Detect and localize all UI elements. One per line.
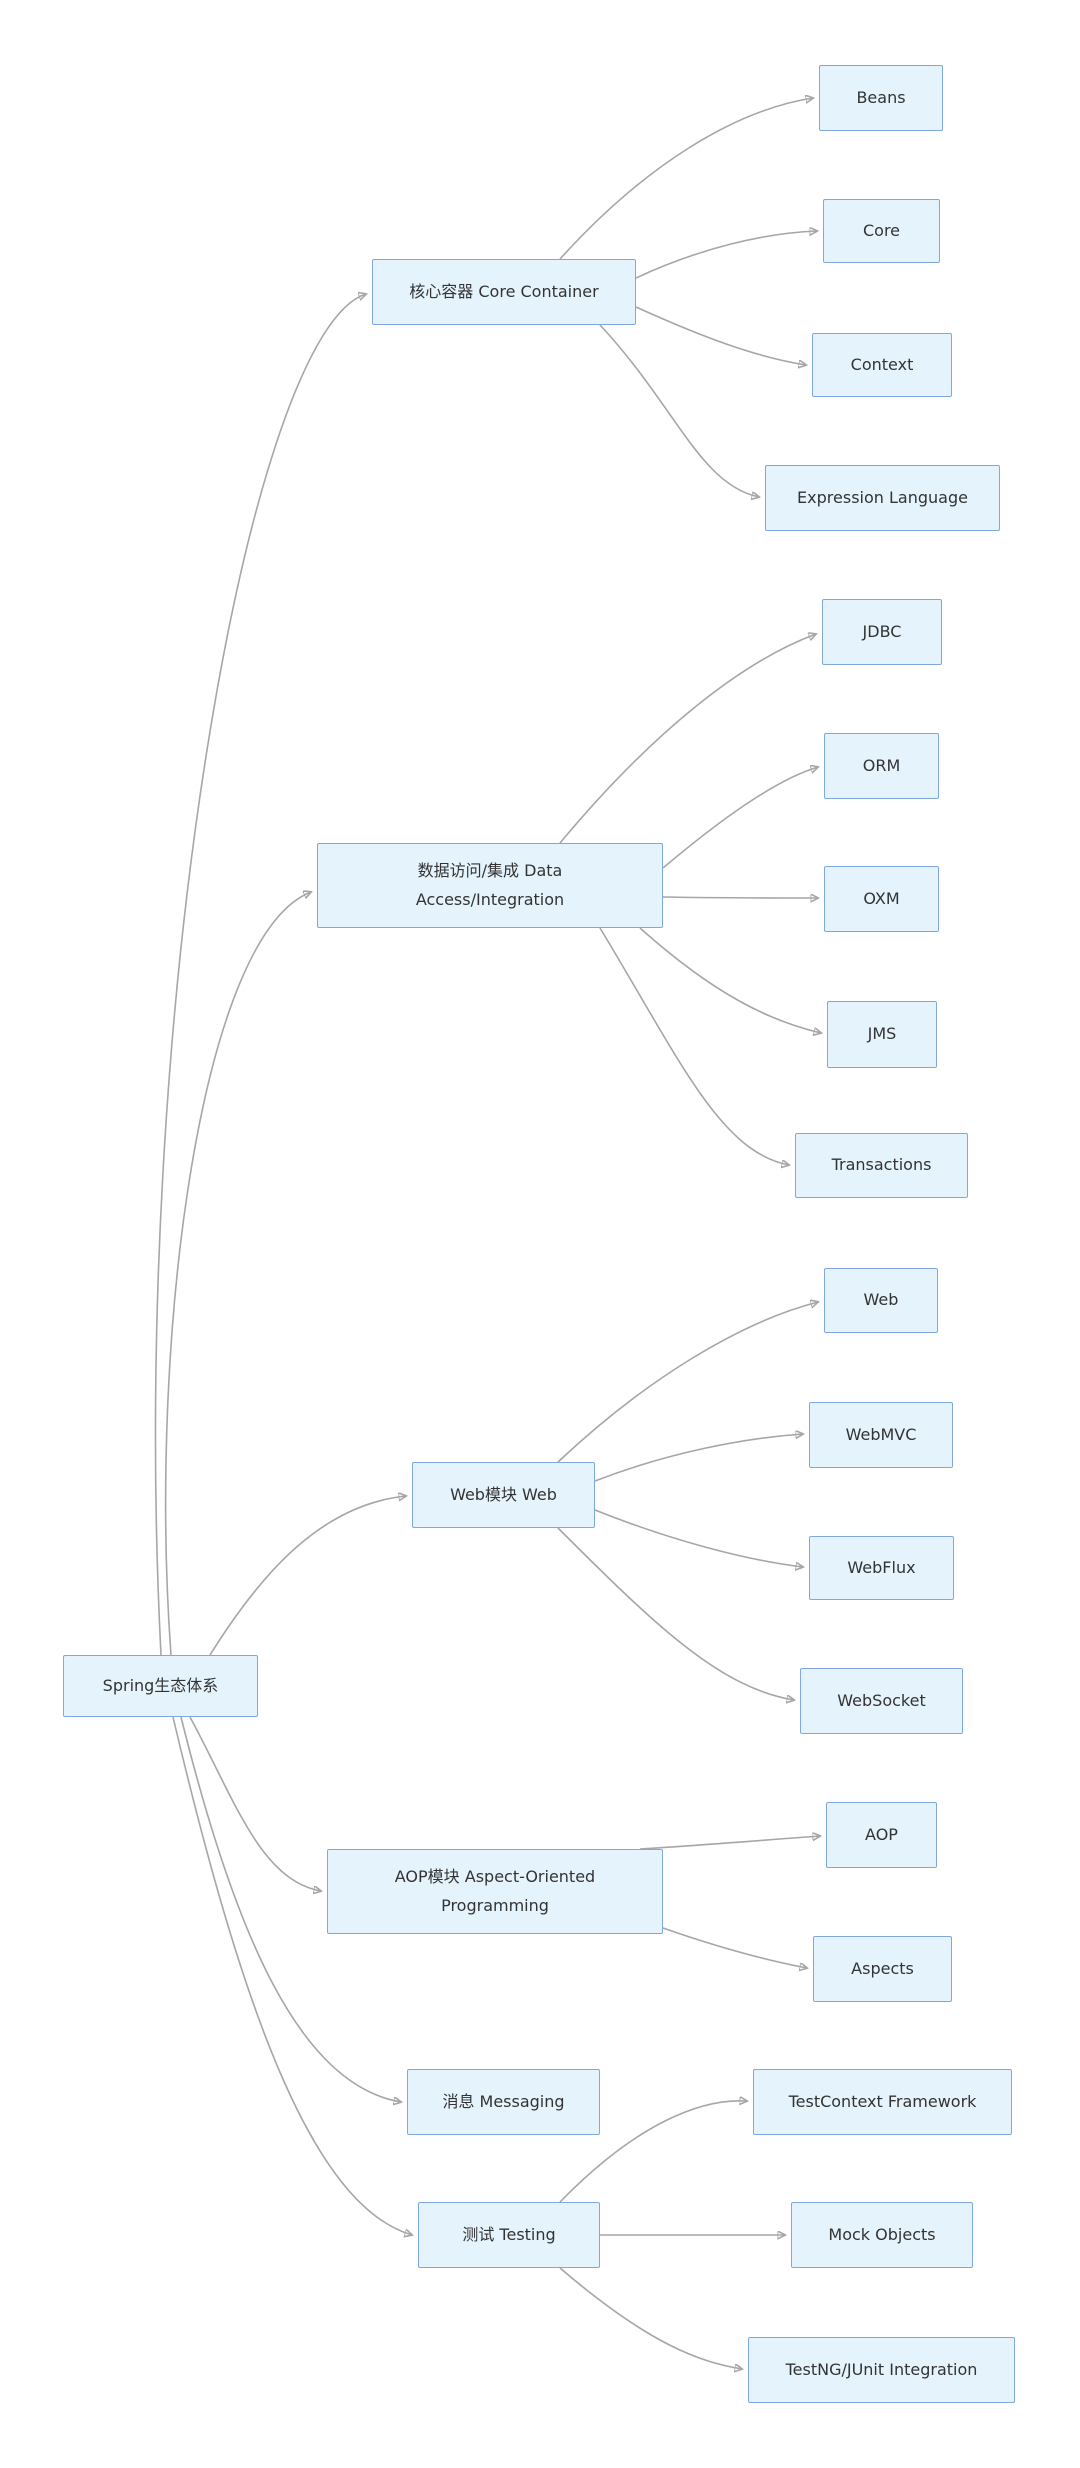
node-web-module: Web模块 Web xyxy=(412,1462,595,1528)
edge-root-data-access xyxy=(164,892,311,1656)
edge-data-access-oxm xyxy=(662,897,818,898)
edge-aop-module-aspects xyxy=(662,1927,807,1968)
node-label: 核心容器 Core Container xyxy=(409,281,599,301)
node-label: Transactions xyxy=(831,1155,932,1175)
node-label: Expression Language xyxy=(797,487,968,507)
node-label-line2: Programming xyxy=(441,1895,549,1915)
node-label-line1: AOP模块 Aspect-Oriented xyxy=(394,1866,596,1886)
node-context: Context xyxy=(812,333,952,397)
node-label: WebFlux xyxy=(847,1557,916,1577)
edge-core-container-core xyxy=(635,231,817,279)
node-testcontext: TestContext Framework xyxy=(753,2069,1012,2135)
node-aop: AOP xyxy=(826,1802,937,1868)
node-aop-module: AOP模块 Aspect-Oriented Programming xyxy=(327,1849,663,1934)
node-label: ORM xyxy=(862,755,901,775)
node-label: JMS xyxy=(867,1024,897,1044)
node-root: Spring生态体系 xyxy=(63,1655,258,1717)
node-web: Web xyxy=(824,1268,938,1333)
node-label: WebMVC xyxy=(845,1424,917,1444)
node-label: 消息 Messaging xyxy=(442,2091,565,2111)
node-oxm: OXM xyxy=(824,866,939,932)
node-label: Core xyxy=(862,220,901,240)
edge-core-container-beans xyxy=(559,98,813,260)
node-label: 测试 Testing xyxy=(462,2224,556,2244)
node-label: TestContext Framework xyxy=(788,2091,977,2111)
node-label: Spring生态体系 xyxy=(102,1675,219,1695)
node-core-container: 核心容器 Core Container xyxy=(372,259,636,325)
node-label: Mock Objects xyxy=(828,2224,936,2244)
edge-testing-testng-junit xyxy=(559,2267,742,2369)
edge-root-aop-module xyxy=(189,1716,321,1891)
edge-web-module-websocket xyxy=(557,1527,794,1700)
edge-root-testing xyxy=(172,1716,412,2235)
node-webflux: WebFlux xyxy=(809,1536,954,1600)
edge-aop-module-aop xyxy=(639,1836,820,1850)
node-label: JDBC xyxy=(862,621,902,641)
node-aspects: Aspects xyxy=(813,1936,952,2002)
node-orm: ORM xyxy=(824,733,939,799)
node-testing: 测试 Testing xyxy=(418,2202,600,2268)
edge-core-container-context xyxy=(635,306,806,365)
edge-root-messaging xyxy=(180,1716,401,2102)
edge-root-web-module xyxy=(209,1496,406,1656)
node-label-line1: 数据访问/集成 Data xyxy=(417,860,563,880)
edge-web-module-webmvc xyxy=(594,1434,803,1482)
edge-data-access-jdbc xyxy=(559,634,816,844)
edge-web-module-web xyxy=(557,1302,818,1463)
node-mock-objects: Mock Objects xyxy=(791,2202,973,2268)
edge-web-module-webflux xyxy=(594,1509,803,1567)
edge-core-container-expression-language xyxy=(599,324,759,497)
node-expression-language: Expression Language xyxy=(765,465,1000,531)
node-beans: Beans xyxy=(819,65,943,131)
node-transactions: Transactions xyxy=(795,1133,968,1198)
edge-data-access-jms xyxy=(639,927,821,1033)
node-messaging: 消息 Messaging xyxy=(407,2069,600,2135)
node-label: OXM xyxy=(863,888,900,908)
node-data-access: 数据访问/集成 Data Access/Integration xyxy=(317,843,663,928)
edge-testing-testcontext xyxy=(559,2101,747,2203)
edge-data-access-transactions xyxy=(599,927,789,1165)
node-label: Web xyxy=(863,1290,899,1310)
node-label: Aspects xyxy=(851,1958,914,1978)
node-jms: JMS xyxy=(827,1001,937,1068)
node-core: Core xyxy=(823,199,940,263)
node-testng-junit: TestNG/JUnit Integration xyxy=(748,2337,1015,2403)
node-label: Context xyxy=(850,354,914,374)
node-jdbc: JDBC xyxy=(822,599,942,665)
node-label: TestNG/JUnit Integration xyxy=(785,2359,978,2379)
node-label: AOP xyxy=(865,1824,898,1844)
edge-data-access-orm xyxy=(662,767,818,869)
node-label: Beans xyxy=(856,87,906,107)
node-label-line2: Access/Integration xyxy=(415,889,565,909)
node-label: WebSocket xyxy=(837,1690,926,1710)
edge-root-core-container xyxy=(154,294,366,1656)
node-websocket: WebSocket xyxy=(800,1668,963,1734)
node-label: Web模块 Web xyxy=(450,1484,557,1504)
node-webmvc: WebMVC xyxy=(809,1402,953,1468)
